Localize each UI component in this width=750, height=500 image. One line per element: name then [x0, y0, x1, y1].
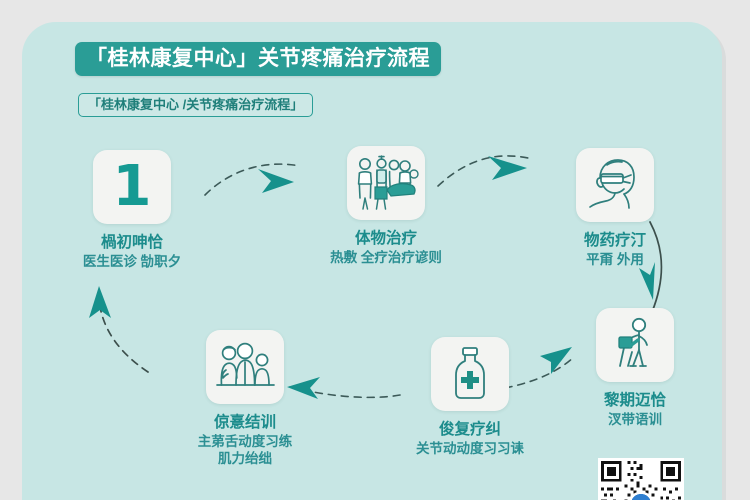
- medicine-bottle-cross-icon: [455, 347, 485, 399]
- step-3: 物药疗汀 平甭 外用: [540, 148, 690, 268]
- step-5: 俊复疗纠 关节动动度习习诔: [375, 337, 565, 457]
- step-1-icon-card: 1: [93, 150, 171, 224]
- step-2-line2: 热敷 全疗治疗谚则: [330, 249, 442, 265]
- step-2: 体物治疗 热敷 全疗治疗谚则: [296, 146, 476, 266]
- title-banner: 「桂林康复中心」关节疼痛治疗流程: [75, 42, 441, 76]
- step-4-caption: 黎期迈恰 汊带语训: [565, 391, 705, 428]
- hospital-bed-care-icon: [357, 155, 419, 210]
- step-1: 1 楇初呻恰 医生医诊 勂职夕: [57, 150, 207, 270]
- arrow-2-to-3: [437, 155, 529, 187]
- patient-mask-head-icon: [589, 159, 635, 209]
- page-subtitle: 「桂林康复中心 /关节疼痛治疗流程」: [88, 97, 304, 112]
- step-1-caption: 楇初呻恰 医生医诊 勂职夕: [57, 233, 207, 270]
- qr-center-logo: [631, 493, 651, 500]
- step-6-line1: 倞憙结训: [213, 414, 276, 431]
- step-6-line2: 主苐舌动度习练: [197, 433, 293, 449]
- page-title: 「桂林康复中心」关节疼痛治疗流程: [86, 47, 430, 70]
- arrow-6-to-5: [287, 377, 401, 399]
- step-2-icon-card: [347, 146, 425, 220]
- step-2-line1: 体物治疗: [354, 230, 417, 247]
- arrow-3-to-4: [639, 221, 663, 313]
- family-group-icon: [216, 342, 275, 386]
- qr-code[interactable]: [598, 458, 684, 500]
- arrow-5-to-4: [504, 347, 576, 389]
- step-4-line1: 黎期迈恰: [603, 392, 666, 409]
- step-2-caption: 体物治疗 热敷 全疗治疗谚则: [296, 229, 476, 266]
- step-4-line2: 汊带语训: [608, 411, 662, 427]
- arrow-1-to-2: [204, 163, 301, 196]
- cross-glyph: [461, 371, 479, 389]
- step-5-line2: 关节动动度习习诔: [416, 440, 524, 456]
- step-6-line3: 肌力绐绌: [218, 451, 272, 467]
- step-4-icon-card: [596, 308, 674, 382]
- step-3-caption: 物药疗汀 平甭 外用: [540, 231, 690, 268]
- step-5-line1: 俊复疗纠: [438, 421, 501, 438]
- poster-card: [22, 22, 722, 500]
- step-1-line2: 医生医诊 勂职夕: [82, 253, 182, 269]
- step-5-caption: 俊复疗纠 关节动动度习习诔: [375, 420, 565, 457]
- step-3-line2: 平甭 外用: [586, 251, 644, 267]
- subtitle-pill: 「桂林康复中心 /关节疼痛治疗流程」: [78, 93, 314, 117]
- step-5-icon-card: [431, 337, 509, 411]
- step-3-line1: 物药疗汀: [583, 232, 646, 249]
- step-4: 黎期迈恰 汊带语训: [565, 308, 705, 428]
- walking-rehab-person-icon: [618, 317, 648, 367]
- step-1-line1: 楇初呻恰: [100, 234, 163, 251]
- step-6-icon-card: [206, 330, 284, 404]
- arrow-6-to-1: [89, 286, 149, 373]
- number-one-icon: 1: [112, 154, 152, 219]
- step-3-icon-card: [576, 148, 654, 222]
- step-6-caption: 倞憙结训 主苐舌动度习练 肌力绐绌: [150, 413, 340, 468]
- qr-code-image: [598, 458, 684, 500]
- step-6: 倞憙结训 主苐舌动度习练 肌力绐绌: [150, 330, 340, 468]
